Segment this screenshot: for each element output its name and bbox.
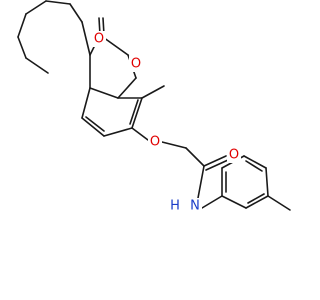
- bond-2: [17, 13, 27, 38]
- amide-nitrogen-label: N: [190, 199, 200, 214]
- label-bg-amide-h: [168, 198, 181, 214]
- bond-6: [81, 21, 91, 56]
- bond-4: [45, 0, 71, 5]
- bond-18: [103, 127, 133, 137]
- bond-23: [141, 85, 165, 99]
- bond-16: [81, 87, 91, 119]
- ether-oxygen-label: O: [150, 135, 160, 150]
- bond-27: [203, 155, 227, 167]
- label-bg-amide-n: [188, 198, 202, 214]
- ring-oxygen-label: O: [131, 57, 141, 72]
- bond-22: [129, 99, 139, 125]
- bond-38: [245, 160, 263, 172]
- bond-25: [161, 141, 187, 149]
- label-bg-amide-o: [227, 147, 241, 163]
- bond-28: [205, 159, 229, 171]
- bond-7: [25, 57, 49, 74]
- molecule-structure-diagram: O O O O N H: [17, 0, 291, 214]
- bond-33: [265, 167, 269, 197]
- atom-label-layer: O O O O N H: [92, 31, 241, 214]
- carbonyl-oxygen-label: O: [94, 32, 104, 47]
- bond-11: [117, 77, 137, 99]
- bond-37: [247, 193, 265, 204]
- bond-34: [243, 155, 267, 169]
- label-bg-ether-o: [148, 134, 162, 150]
- bond-3: [25, 0, 47, 15]
- bond-31: [221, 195, 247, 209]
- bond-30: [201, 195, 223, 209]
- bond-29: [197, 165, 205, 199]
- bond-12: [89, 87, 119, 99]
- bond-1: [17, 36, 27, 59]
- bond-17: [81, 117, 105, 137]
- bond-24: [131, 127, 149, 141]
- bond-layer: [17, 0, 291, 211]
- bond-32: [245, 195, 269, 209]
- bond-26: [185, 147, 205, 167]
- label-bg-ring-o: [129, 56, 143, 72]
- bond-5: [69, 3, 83, 23]
- bond-19: [131, 97, 143, 129]
- label-bg-carbonyl-o: [92, 31, 106, 47]
- bond-21: [85, 116, 105, 132]
- amide-hydrogen-label: H: [170, 199, 180, 214]
- amide-oxygen-label: O: [229, 148, 239, 163]
- bond-40: [267, 195, 291, 211]
